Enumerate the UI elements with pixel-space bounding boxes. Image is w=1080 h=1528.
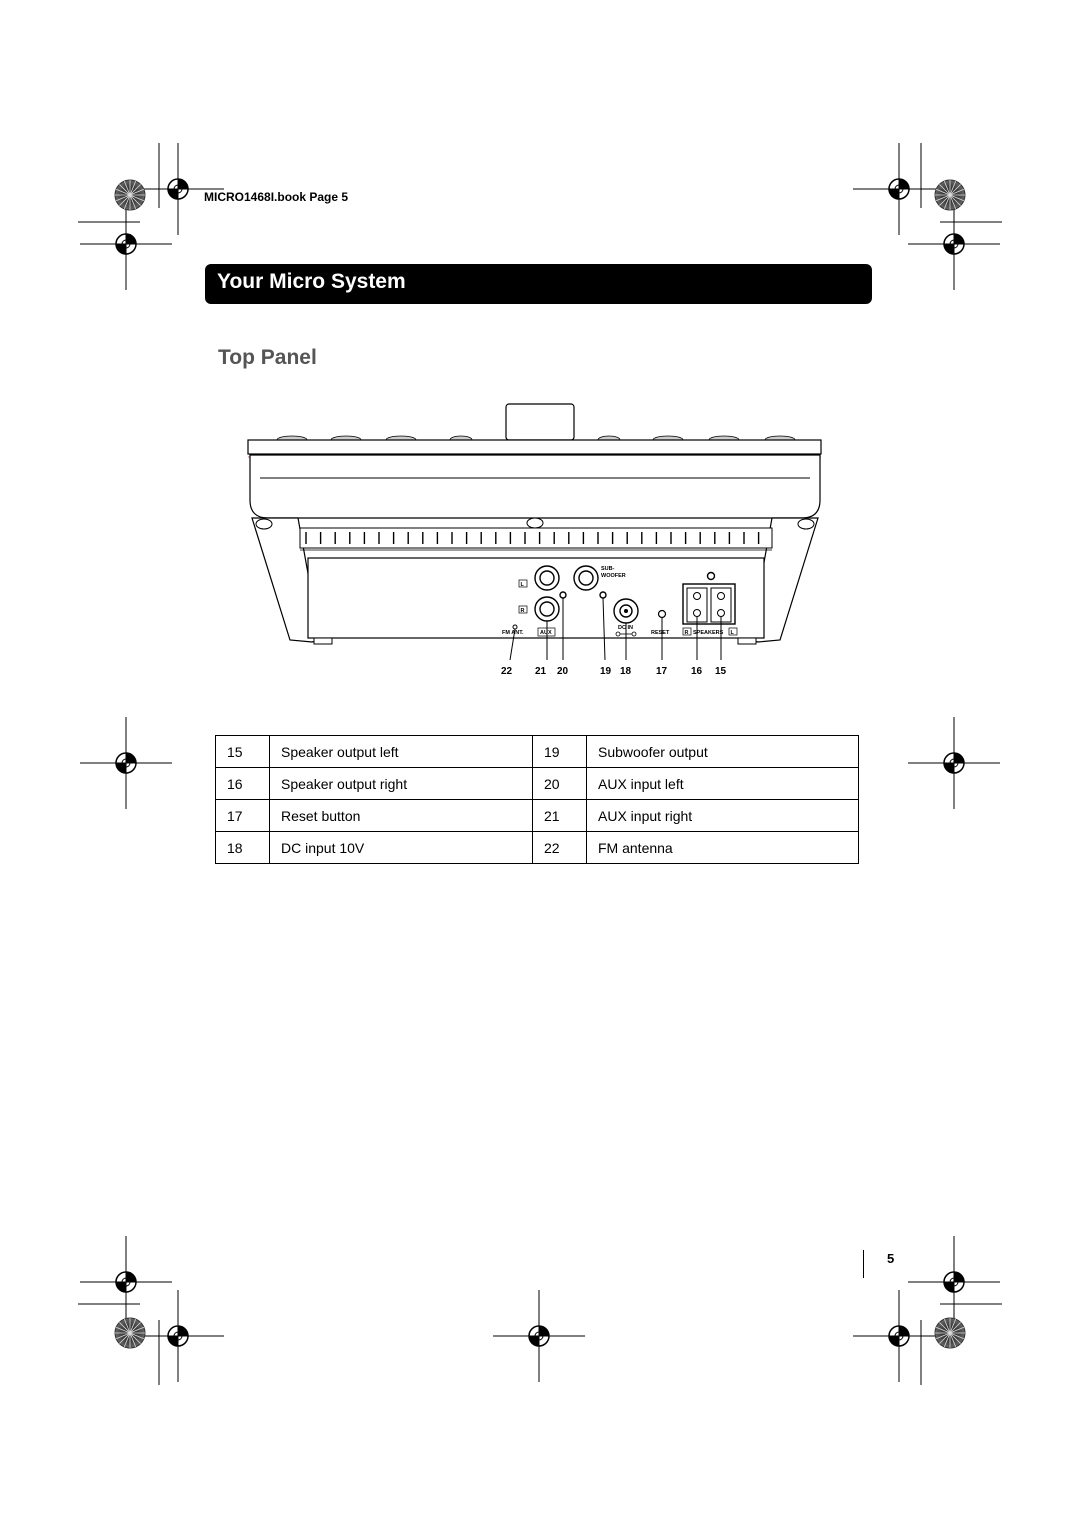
part-number: 15 [215,735,270,768]
subwoofer-jack [573,565,599,591]
label-speakers: SPEAKERS [693,630,724,636]
aux-right-jack [534,596,560,622]
top-plate [247,439,822,455]
callout-leaders [509,597,722,661]
part-description: Subwoofer output [586,735,859,768]
part-number: 19 [532,735,587,768]
table-row: 18 DC input 10V 22 FM antenna [215,831,859,864]
part-description: Speaker output left [269,735,533,768]
label-fm-ant: FM ANT. [502,630,524,636]
reset-button [657,609,667,619]
part-number: 21 [532,799,587,832]
table-row: 16 Speaker output right 20 AUX input lef… [215,767,859,800]
part-description: AUX input right [586,799,859,832]
dc-in-jack [613,598,639,624]
book-reference: MICRO1468I.book Page 5 [204,190,349,204]
table-row: 15 Speaker output left 19 Subwoofer outp… [215,735,859,768]
callout-15: 15 [715,666,727,677]
label-speakers-l: L [731,630,735,636]
callout-16: 16 [691,666,703,677]
callout-22: 22 [501,666,513,677]
top-knob [505,403,575,441]
callout-20: 20 [557,666,569,677]
part-number: 20 [532,767,587,800]
device-top-panel-diagram: SUB- WOOFER L R FM ANT. AUX DC IN RESET … [247,403,822,677]
aux-left-jack [534,565,560,591]
part-description: DC input 10V [269,831,533,864]
page-number: 5 [887,1251,895,1266]
chapter-title: Your Micro System [217,270,406,293]
label-aux-r: R [521,608,525,614]
label-reset: RESET [651,630,670,636]
label-sub: SUB- [601,566,615,572]
callout-21: 21 [535,666,547,677]
part-description: Speaker output right [269,767,533,800]
part-number: 17 [215,799,270,832]
label-woofer: WOOFER [601,573,626,579]
parts-table: 15 Speaker output left 19 Subwoofer outp… [215,735,859,864]
label-speakers-r: R [685,630,689,636]
label-aux-l: L [521,582,525,588]
part-description: Reset button [269,799,533,832]
page-number-rule [863,1250,864,1278]
table-row: 17 Reset button 21 AUX input right [215,799,859,832]
part-number: 22 [532,831,587,864]
part-description: AUX input left [586,767,859,800]
vent-grille [299,527,773,549]
device-body [249,454,821,519]
speaker-terminals [682,583,736,625]
part-description: FM antenna [586,831,859,864]
label-aux: AUX [540,630,552,636]
callout-19: 19 [600,666,612,677]
callout-18: 18 [620,666,632,677]
part-number: 16 [215,767,270,800]
callout-17: 17 [656,666,668,677]
chapter-banner: Your Micro System [205,264,872,304]
part-number: 18 [215,831,270,864]
section-title: Top Panel [218,346,317,369]
